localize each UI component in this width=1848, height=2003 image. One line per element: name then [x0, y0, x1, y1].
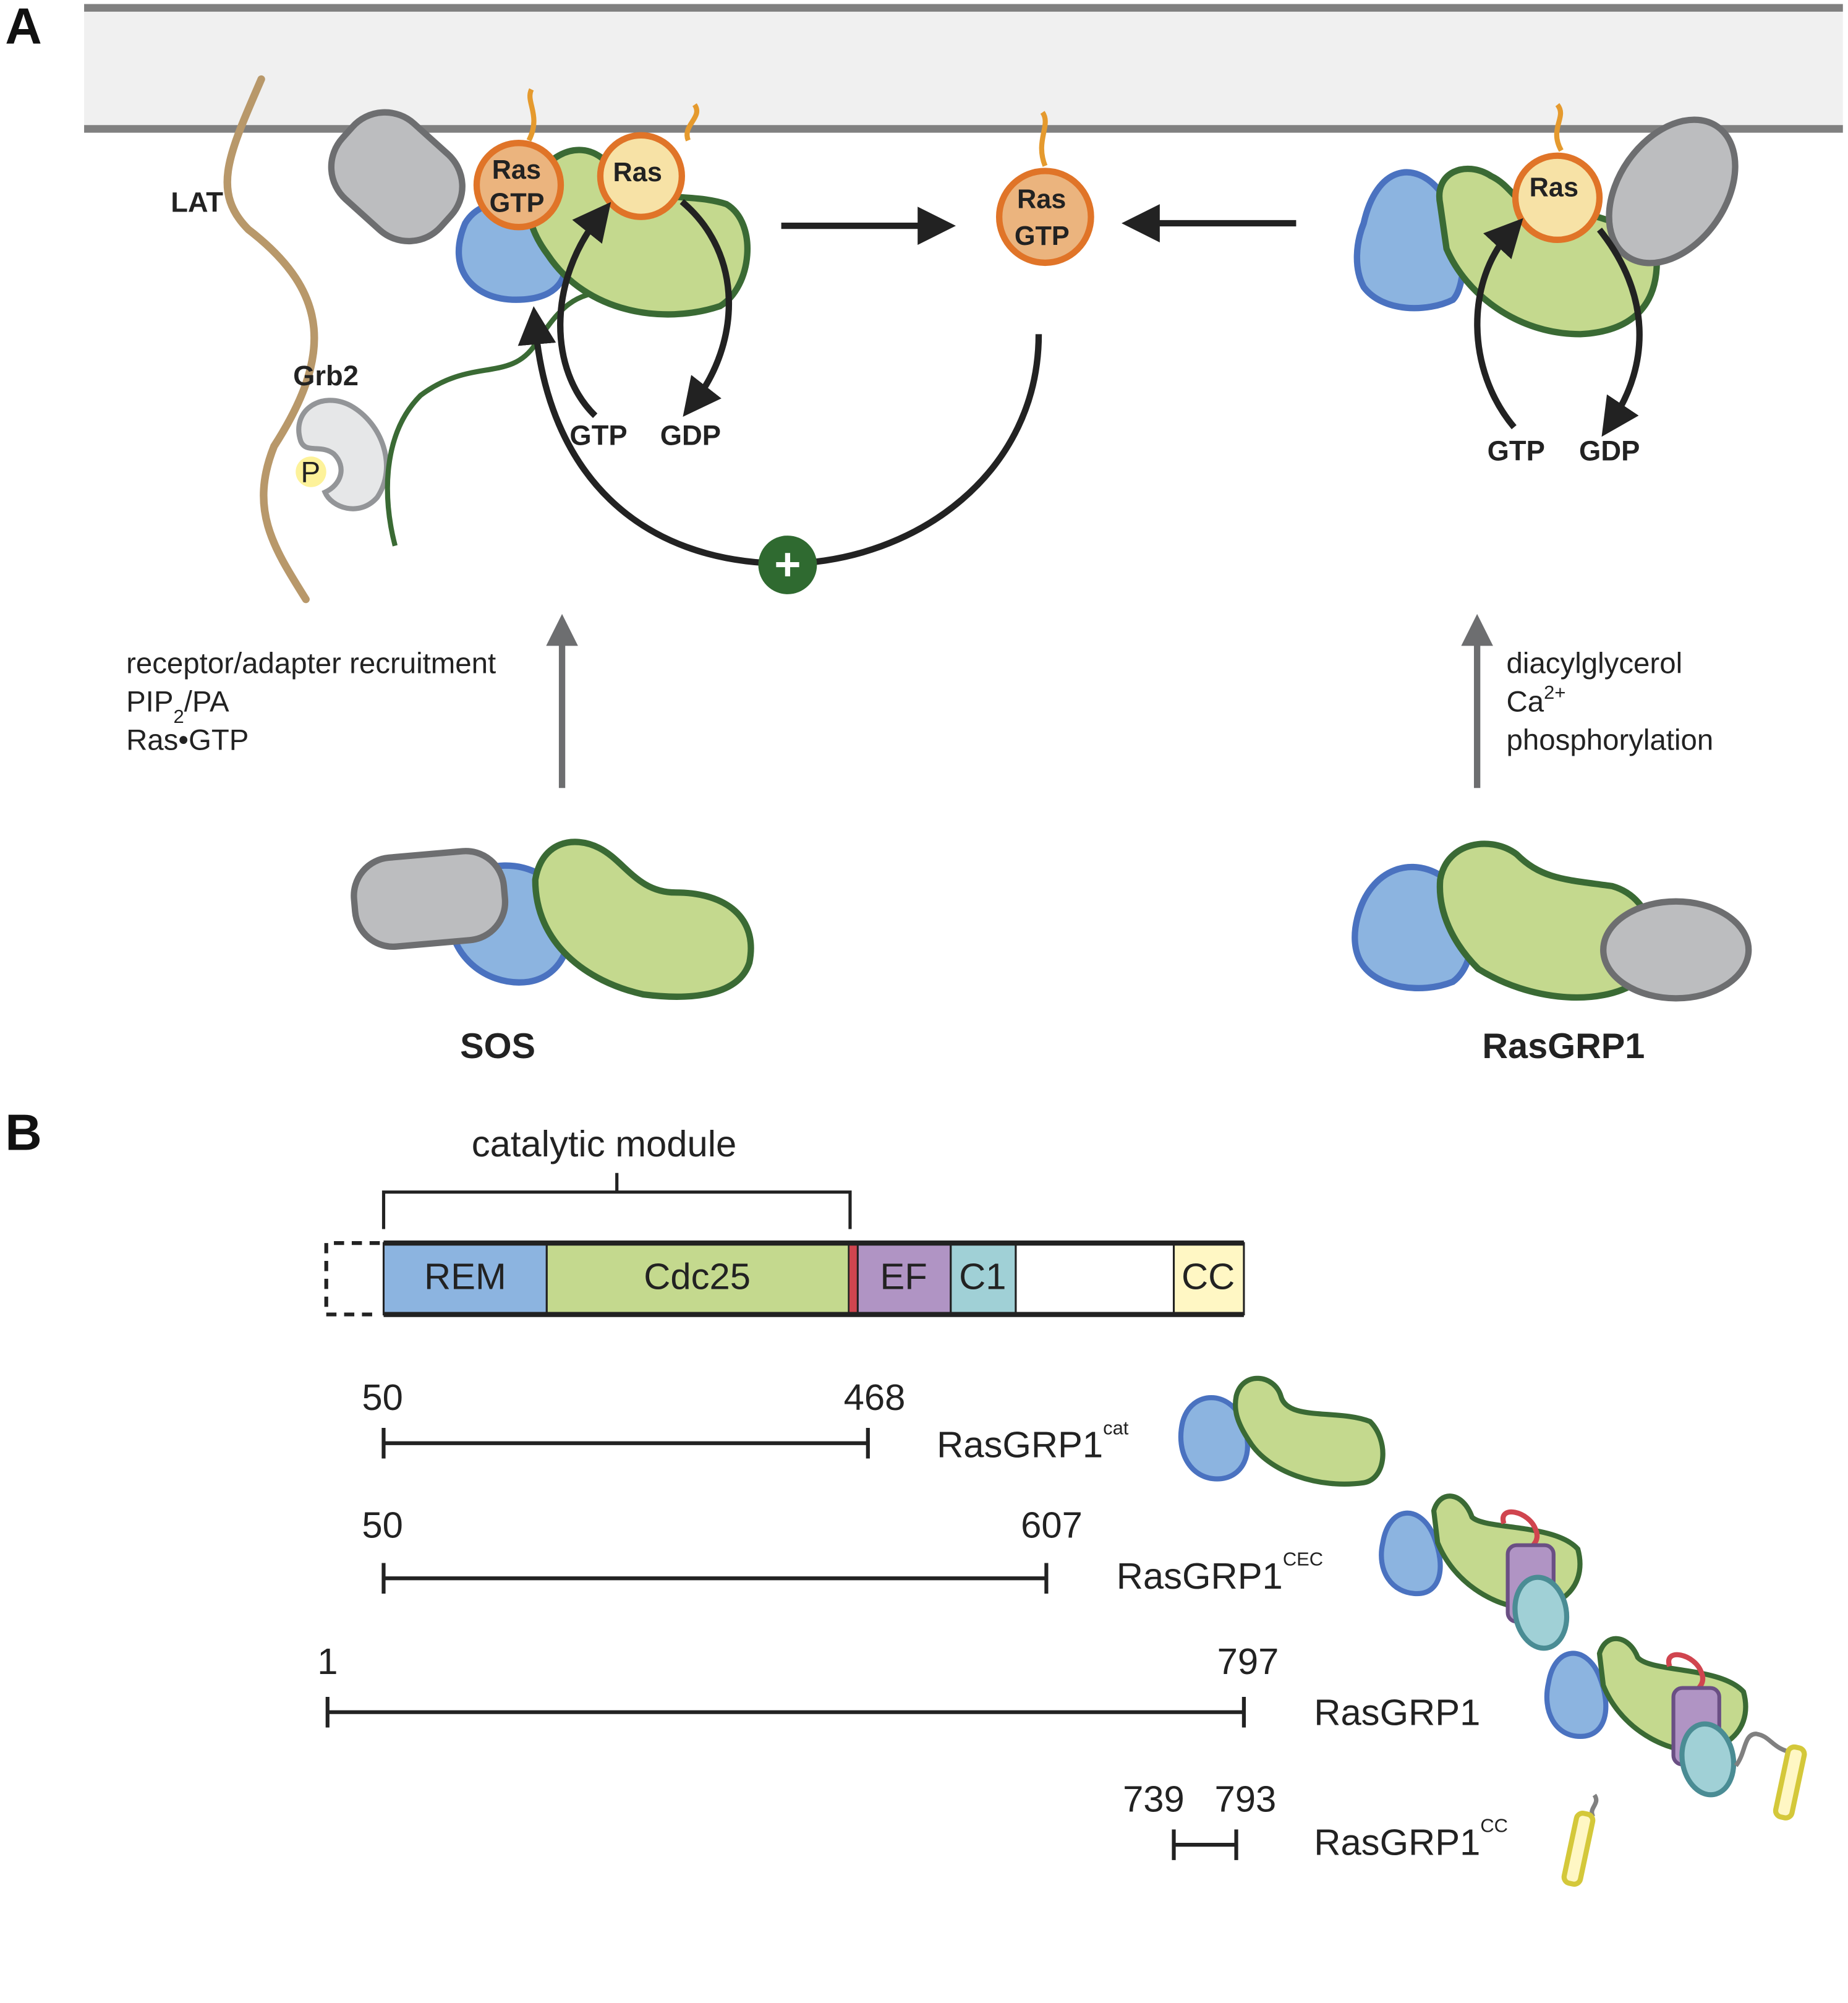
ras-gtp-allosteric [473, 140, 564, 231]
construct-cec-end: 607 [1021, 1504, 1083, 1545]
domain-ef-label: EF [880, 1255, 927, 1297]
construct-cec-range [381, 1563, 1049, 1594]
rasgrp1-gtp-label: GTP [1488, 435, 1545, 466]
domain-cdc25 [545, 1242, 850, 1316]
rasgrp1-input-1: diacylglycerol [1507, 647, 1683, 680]
rasgrp1-gdp-out-arrow [1597, 228, 1643, 437]
sos-gray-domain [328, 109, 466, 245]
rasgrp1-gray-domain [1606, 116, 1739, 267]
ras-lipid-anchor [1039, 111, 1048, 167]
lat-strand [223, 75, 318, 604]
construct-cat-name: RasGRP1cat [937, 1417, 1129, 1465]
rasgrp1-input-2: Ca2+ [1507, 681, 1566, 719]
construct-cc-range [1172, 1829, 1238, 1860]
phospho-label: P [300, 456, 320, 489]
rasgrp1-inactive-gray [1600, 898, 1752, 1002]
construct-cc-helix [1561, 1811, 1596, 1887]
domain-ef [856, 1242, 952, 1316]
domain-linker [848, 1242, 859, 1315]
positive-feedback-icon [758, 536, 817, 594]
construct-cc-tail [1590, 1793, 1599, 1818]
grb2-label: Grb2 [293, 360, 359, 391]
sos-activation-inputs: receptor/adapter recruitment PIP2/PA Ras… [126, 647, 496, 757]
sos-inactive-cdc25 [532, 839, 754, 1000]
ras-lipid-anchor [526, 88, 537, 142]
construct-cec-rem [1379, 1510, 1443, 1597]
domain-architecture-bar: REM Cdc25 EF C1 CC [324, 1241, 1245, 1317]
gdp-out-arrow [679, 199, 733, 417]
construct-cec-start: 50 [362, 1504, 402, 1545]
construct-full-cc [1773, 1744, 1807, 1821]
ras-rasgrp1-label: Ras [1530, 173, 1578, 203]
construct-cec-name: RasGRP1CEC [1117, 1548, 1323, 1597]
ras-gtp-allosteric-label-1: Ras [492, 155, 541, 185]
construct-full-tail [1734, 1732, 1795, 1767]
construct-cc-name: RasGRP1CC [1314, 1814, 1508, 1863]
ras-catalytic [597, 132, 685, 220]
rasgrp1-input-3: phosphorylation [1507, 724, 1714, 756]
sos-inactive-gray [351, 848, 509, 950]
construct-full-rem [1544, 1651, 1609, 1740]
grb2-domain [296, 398, 390, 511]
domain-c1-label: C1 [959, 1255, 1006, 1297]
construct-full-end: 797 [1217, 1641, 1279, 1682]
ras-gtp-product-label-2: GTP [1015, 221, 1070, 251]
rasgrp1-inactive [1352, 840, 1752, 1002]
construct-full-start: 1 [317, 1641, 338, 1682]
rasgrp1-gtp-in-arrow [1474, 218, 1523, 430]
construct-cc-start: 739 [1123, 1779, 1185, 1820]
sos-gtp-label: GTP [569, 420, 627, 451]
rasgrp1-rem-domain [1353, 169, 1467, 312]
rasgrp1-activation-inputs: diacylglycerol Ca2+ phosphorylation [1507, 647, 1714, 757]
construct-cc: 739 793 RasGRP1CC [1123, 1779, 1599, 1887]
construct-full-c1 [1679, 1721, 1737, 1798]
construct-cat-rem [1178, 1394, 1251, 1482]
n-terminal-dashed-box [324, 1241, 380, 1317]
sos-linker [385, 288, 612, 547]
ras-rasgrp1 [1512, 152, 1603, 243]
domain-cdc25-label: Cdc25 [644, 1255, 751, 1297]
panel-b-letter: B [5, 1104, 42, 1161]
panel-a-letter: A [5, 0, 42, 54]
phospho-site [296, 456, 326, 487]
sos-inactive [351, 839, 754, 1000]
domain-cc-label: CC [1182, 1255, 1235, 1297]
domain-unstructured [1015, 1242, 1175, 1316]
ras-gtp-product [995, 168, 1094, 267]
domain-cc [1172, 1242, 1245, 1316]
construct-full: 1 797 RasGRP1 [317, 1636, 1807, 1821]
construct-full-name: RasGRP1 [1314, 1691, 1480, 1733]
domain-rem-label: REM [424, 1255, 506, 1297]
construct-cat-end: 468 [844, 1377, 906, 1418]
catalytic-module-bracket [381, 1172, 852, 1229]
ras-lipid-anchor [1554, 103, 1564, 152]
plasma-membrane [84, 4, 1843, 133]
catalytic-module-label: catalytic module [472, 1123, 737, 1164]
positive-feedback-symbol: + [774, 539, 801, 590]
construct-cat-start: 50 [362, 1377, 402, 1418]
rasgrp1-label: RasGRP1 [1482, 1027, 1645, 1066]
ras-catalytic-label: Ras [613, 158, 662, 187]
construct-cec: 50 607 RasGRP1CEC [362, 1493, 1583, 1651]
lat-label: LAT [171, 186, 223, 218]
construct-cec-c1 [1512, 1574, 1570, 1651]
sos-label: SOS [460, 1027, 535, 1066]
ras-gtp-allosteric-label-2: GTP [490, 188, 545, 218]
sos-input-1: receptor/adapter recruitment [126, 647, 496, 680]
sos-input-2: PIP2/PA [126, 686, 229, 728]
sos-gdp-label: GDP [660, 420, 721, 451]
construct-cc-end: 793 [1214, 1779, 1276, 1820]
construct-cat: 50 468 RasGRP1cat [362, 1375, 1386, 1487]
ras-lipid-anchor [684, 103, 700, 142]
ras-gtp-product-label-1: Ras [1017, 184, 1066, 214]
gtp-in-arrow [557, 202, 611, 418]
construct-cat-range [381, 1428, 870, 1459]
construct-cat-cdc25 [1232, 1375, 1386, 1487]
rasgrp1-gdp-label: GDP [1579, 435, 1640, 466]
construct-full-range [325, 1696, 1246, 1728]
sos-input-3: Ras•GTP [126, 724, 249, 756]
